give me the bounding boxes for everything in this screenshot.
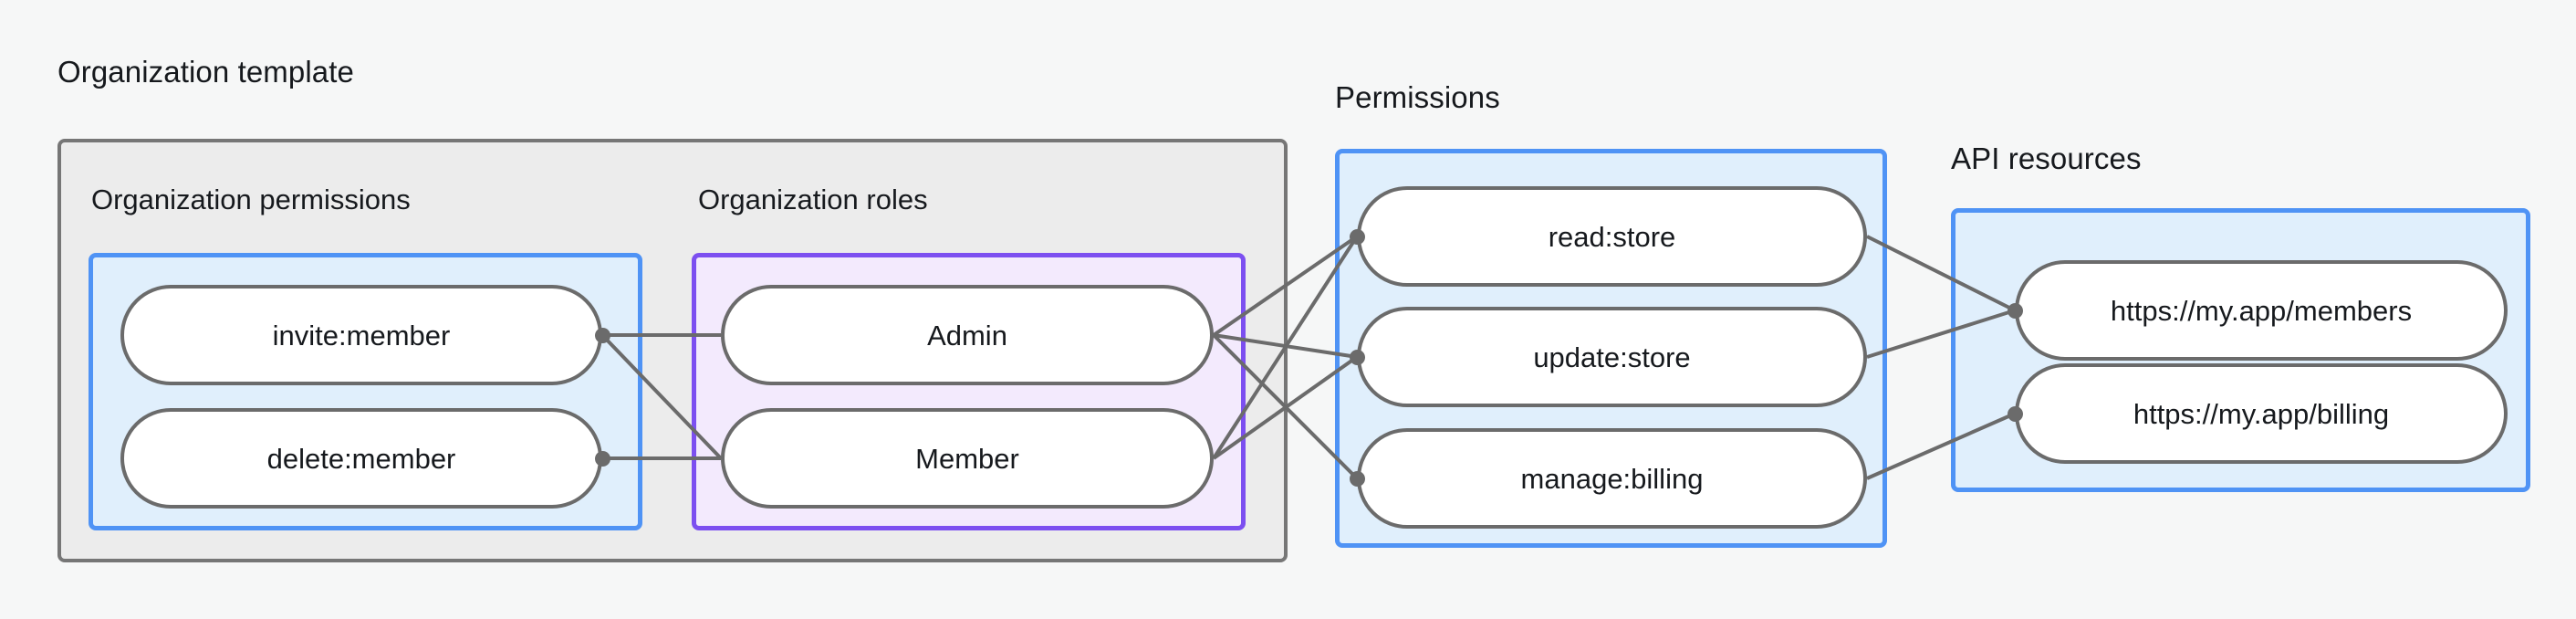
node-manage-billing[interactable]: manage:billing <box>1357 428 1867 529</box>
port-update-store-left <box>1350 350 1365 365</box>
port-delete-member-right <box>595 451 610 467</box>
node-label: https://my.app/billing <box>2133 397 2390 430</box>
node-billing-url[interactable]: https://my.app/billing <box>2015 363 2508 464</box>
node-members-url[interactable]: https://my.app/members <box>2015 260 2508 361</box>
node-admin[interactable]: Admin <box>721 285 1214 385</box>
port-members-url-left <box>2008 303 2023 319</box>
group-label-permissions: Permissions <box>1335 80 1500 114</box>
node-label: update:store <box>1533 341 1691 373</box>
port-billing-url-left <box>2008 406 2023 422</box>
node-label: Admin <box>927 319 1007 351</box>
node-delete-member[interactable]: delete:member <box>120 408 602 509</box>
group-label-organization-template: Organization template <box>57 55 354 89</box>
node-member[interactable]: Member <box>721 408 1214 509</box>
node-label: delete:member <box>266 442 456 475</box>
node-invite-member[interactable]: invite:member <box>120 285 602 385</box>
port-invite-member-right <box>595 328 610 343</box>
sublabel-organization-permissions: Organization permissions <box>91 184 411 215</box>
port-manage-billing-left <box>1350 471 1365 487</box>
node-label: Member <box>915 442 1019 475</box>
node-label: invite:member <box>272 319 451 351</box>
node-label: manage:billing <box>1520 462 1704 495</box>
node-label: read:store <box>1548 220 1676 253</box>
node-read-store[interactable]: read:store <box>1357 186 1867 287</box>
sublabel-organization-roles: Organization roles <box>698 184 928 215</box>
node-label: https://my.app/members <box>2110 294 2413 327</box>
port-read-store-left <box>1350 229 1365 245</box>
group-label-api-resources: API resources <box>1951 142 2142 175</box>
node-update-store[interactable]: update:store <box>1357 307 1867 407</box>
